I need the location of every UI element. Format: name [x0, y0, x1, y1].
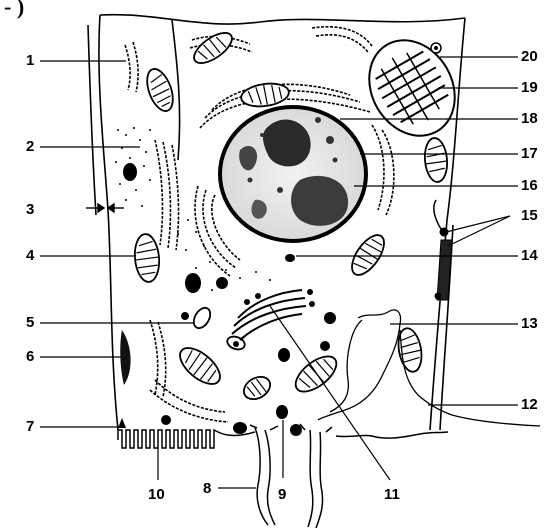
leader-line-15a [446, 216, 510, 232]
label-8: 8 [203, 481, 211, 497]
leader-line-11 [270, 306, 390, 480]
nucleus [220, 107, 366, 241]
label-14: 14 [521, 248, 538, 264]
label-19: 19 [521, 80, 538, 96]
label-16: 16 [521, 178, 538, 194]
golgi-apparatus [232, 290, 314, 340]
label-4: 4 [26, 248, 34, 264]
label-10: 10 [148, 487, 165, 503]
label-6: 6 [26, 349, 34, 365]
label-12: 12 [521, 397, 538, 413]
label-5: 5 [26, 315, 34, 331]
label-15: 15 [521, 208, 538, 224]
label-2: 2 [26, 139, 34, 155]
label-1: 1 [26, 53, 34, 69]
label-18: 18 [521, 111, 538, 127]
leader-line-15b [448, 216, 510, 246]
label-20: 20 [521, 49, 538, 65]
label-13: 13 [521, 316, 538, 332]
junction-arrow-marks [86, 204, 124, 212]
label-17: 17 [521, 146, 538, 162]
cilia [250, 424, 332, 528]
label-3: 3 [26, 202, 34, 218]
intercellular-space [318, 310, 540, 426]
label-9: 9 [278, 487, 286, 503]
label-7: 7 [26, 419, 34, 435]
lateral-junction [434, 200, 452, 300]
label-11: 11 [384, 487, 400, 503]
